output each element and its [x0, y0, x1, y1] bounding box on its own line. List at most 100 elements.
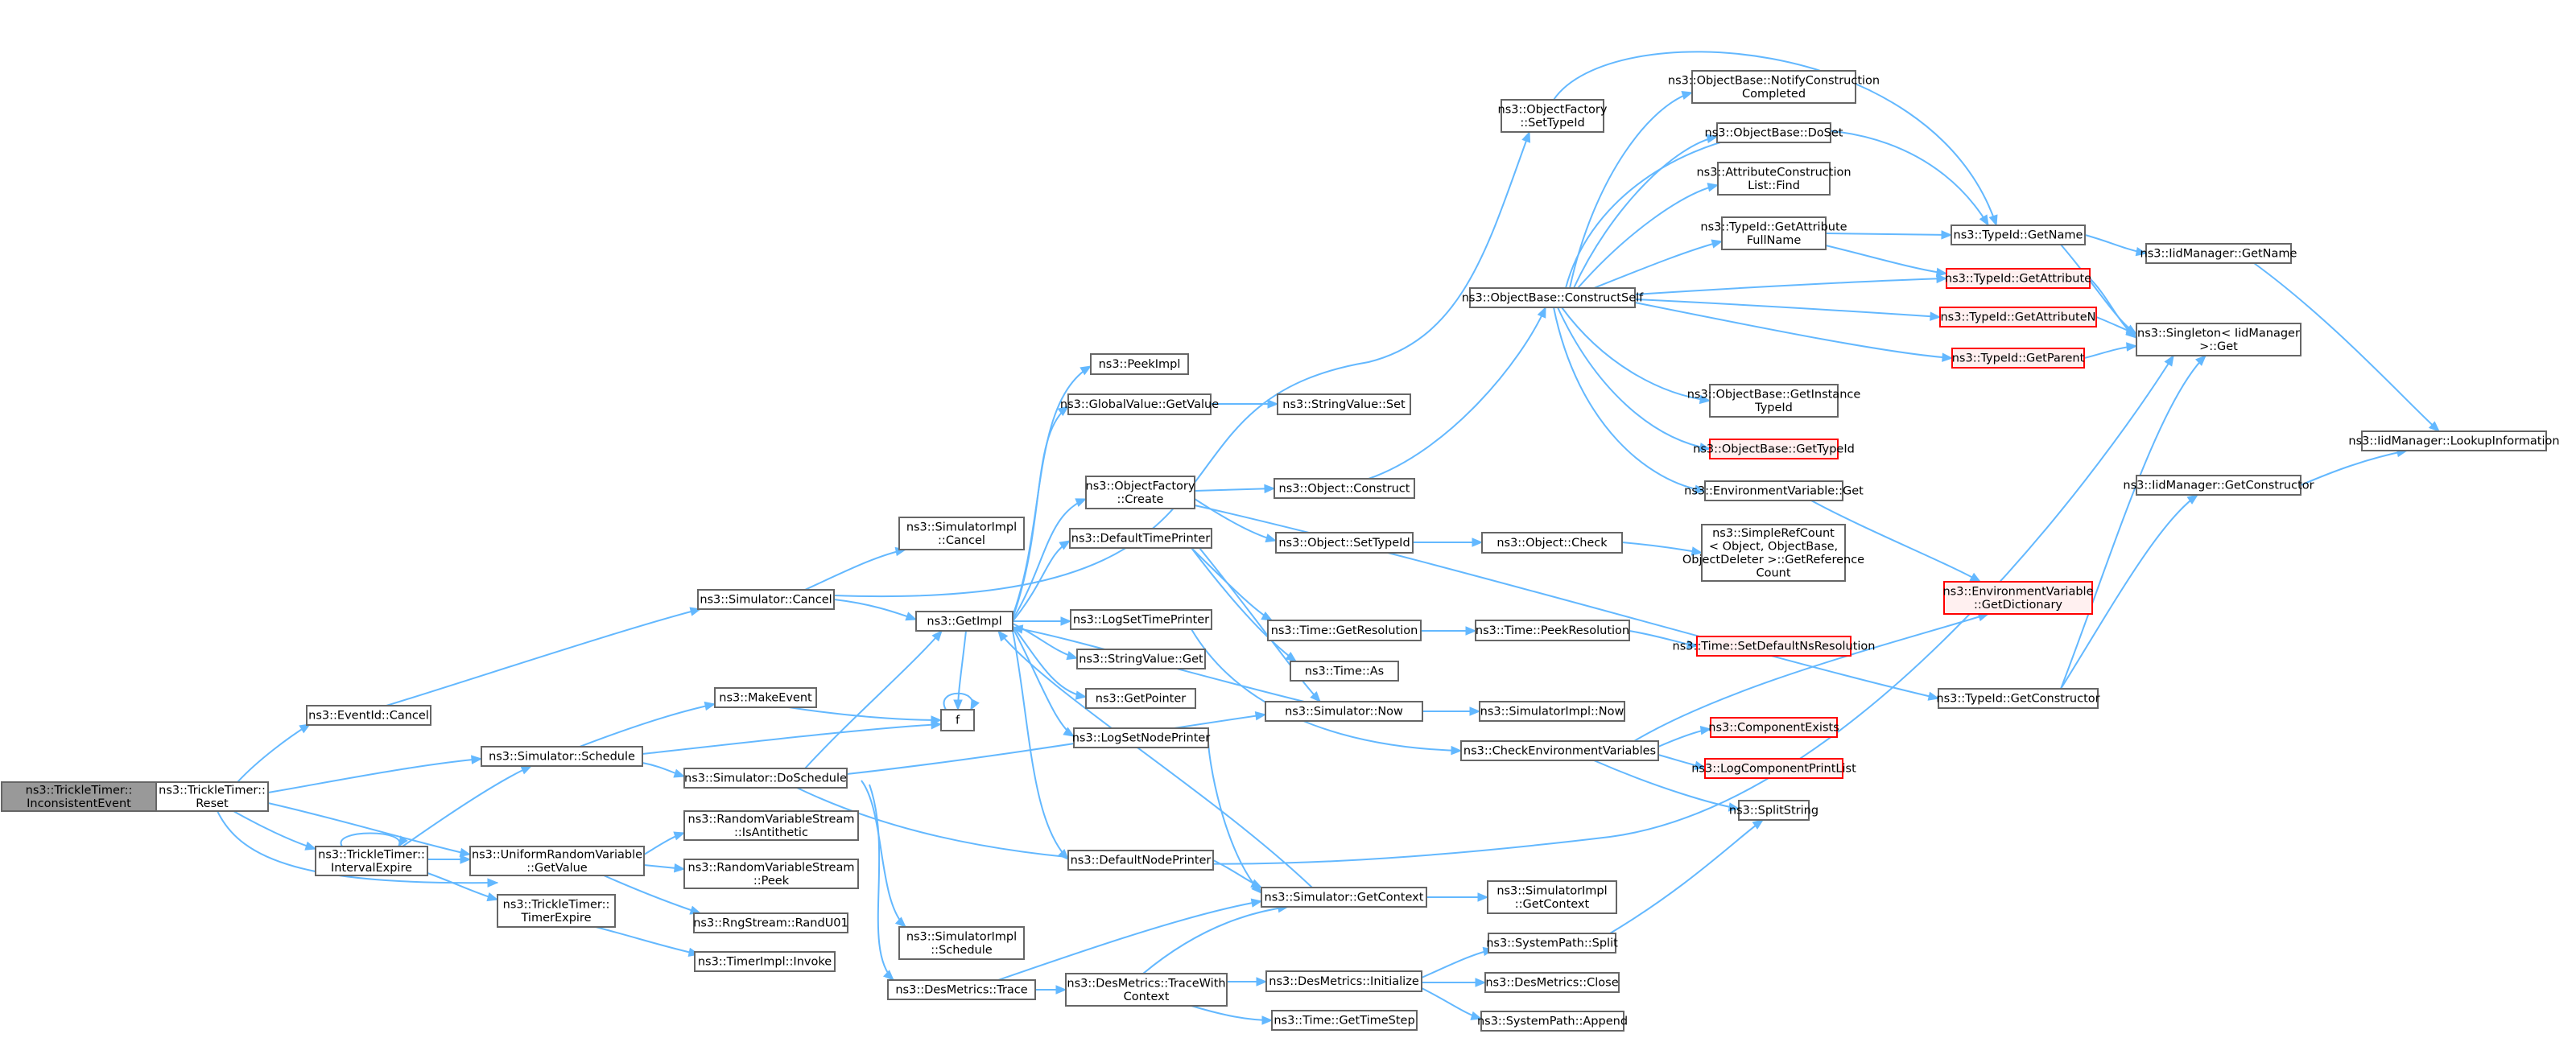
edge-arrowhead [1011, 624, 1024, 634]
node-dminit[interactable]: ns3::DesMetrics::Initialize [1265, 970, 1422, 992]
node-dmtrace[interactable]: ns3::DesMetrics::Trace [887, 979, 1036, 1000]
node-checkenv[interactable]: ns3::CheckEnvironmentVariables [1460, 740, 1659, 761]
node-envdict[interactable]: ns3::EnvironmentVariable::GetDictionary [1942, 581, 2094, 615]
node-intexp[interactable]: ns3::TrickleTimer::IntervalExpire [315, 846, 428, 876]
edge-gvget-to-svset [1211, 399, 1279, 409]
node-label: ns3::UniformRandomVariable [472, 848, 642, 861]
node-box [1261, 887, 1427, 908]
node-defnp[interactable]: ns3::DefaultNodePrinter [1067, 850, 1214, 871]
node-siminow[interactable]: ns3::SimulatorImpl::Now [1479, 701, 1625, 722]
node-compexists[interactable]: ns3::ComponentExists [1708, 717, 1839, 738]
node-label: ::Schedule [931, 944, 992, 957]
node-timegetstep[interactable]: ns3::Time::GetTimeStep [1271, 1010, 1418, 1031]
node-timeas[interactable]: ns3::Time::As [1290, 661, 1399, 682]
node-splitstring[interactable]: ns3::SplitString [1729, 800, 1818, 821]
node-tidgetparent[interactable]: ns3::TypeId::GetParent [1951, 348, 2085, 369]
node-box [2361, 430, 2547, 451]
edge-line [861, 780, 906, 928]
node-obcs[interactable]: ns3::ObjectBase::ConstructSelf [1462, 287, 1644, 308]
edge-line [1012, 630, 1069, 860]
node-schedule[interactable]: ns3::Simulator::Schedule [481, 746, 643, 767]
edge-getimpl-to-getptr [1012, 625, 1088, 700]
node-objcheck[interactable]: ns3::Object::Check [1481, 532, 1623, 554]
edge-arrowhead [1728, 802, 1740, 812]
node-dmclose[interactable]: ns3::DesMetrics::Close [1484, 972, 1620, 993]
node-logsnp[interactable]: ns3::LogSetNodePrinter [1072, 727, 1211, 748]
edge-arrowhead [1521, 130, 1531, 143]
node-gvget[interactable]: ns3::GlobalValue::GetValue [1060, 393, 1219, 415]
node-spappend[interactable]: ns3::SystemPath::Append [1477, 1011, 1628, 1032]
node-randu01[interactable]: ns3::RngStream::RandU01 [693, 912, 848, 933]
node-timepeekres[interactable]: ns3::Time::PeekResolution [1475, 620, 1630, 641]
node-simnow[interactable]: ns3::Simulator::Now [1265, 701, 1423, 722]
node-logstp[interactable]: ns3::LogSetTimePrinter [1070, 609, 1212, 630]
node-iidgetctor[interactable]: ns3::IidManager::GetConstructor [2123, 475, 2314, 496]
edge-line [1553, 51, 1997, 226]
node-deftp[interactable]: ns3::DefaultTimePrinter [1069, 528, 1212, 549]
node-label: ns3::IidManager::LookupInformation [2348, 435, 2559, 448]
edge-defnp-to-simgetctx [1212, 859, 1263, 888]
node-simcancel[interactable]: ns3::Simulator::Cancel [697, 589, 835, 610]
node-svget[interactable]: ns3::StringValue::Get [1076, 649, 1206, 669]
edge-line [1593, 241, 1723, 289]
node-label: FullName [1747, 234, 1802, 247]
node-peekimpl[interactable]: ns3::PeekImpl [1090, 353, 1189, 375]
node-tmexp[interactable]: ns3::TrickleTimer::TimerExpire [497, 894, 616, 928]
edge-line [427, 872, 498, 900]
node-label: ns3::AttributeConstruction [1696, 166, 1851, 179]
node-dosched[interactable]: ns3::Simulator::DoSchedule [683, 768, 848, 789]
node-obnotify[interactable]: ns3::ObjectBase::NotifyConstructionCompl… [1668, 70, 1880, 104]
node-objconstruct[interactable]: ns3::Object::Construct [1274, 478, 1415, 499]
node-svset[interactable]: ns3::StringValue::Set [1277, 393, 1411, 415]
node-spsplit[interactable]: ns3::SystemPath::Split [1486, 933, 1618, 954]
node-invoke[interactable]: ns3::TimerImpl::Invoke [694, 951, 836, 972]
node-obgettid[interactable]: ns3::ObjectBase::GetTypeId [1693, 439, 1855, 459]
node-f[interactable]: f [940, 709, 975, 731]
node-ofcreate[interactable]: ns3::ObjectFactory::Create [1085, 476, 1195, 509]
node-getptr[interactable]: ns3::GetPointer [1085, 688, 1196, 709]
node-label: ns3::Simulator::DoSchedule [684, 772, 847, 785]
node-label: ns3::LogSetNodePrinter [1072, 732, 1211, 745]
node-simgetctx[interactable]: ns3::Simulator::GetContext [1261, 887, 1427, 908]
edge-arrowhead [905, 612, 918, 621]
node-label: ns3::TypeId::GetAttribute [1945, 273, 2091, 286]
node-evcancel[interactable]: ns3::EventId::Cancel [306, 705, 431, 726]
node-iidgetname[interactable]: ns3::IidManager::GetName [2140, 243, 2297, 264]
node-setdefres[interactable]: ns3::Time::SetDefaultNsResolution [1673, 636, 1876, 657]
node-peek[interactable]: ns3::RandomVariableStream::Peek [683, 859, 859, 889]
node-simimplcancel[interactable]: ns3::SimulatorImpl::Cancel [898, 517, 1025, 550]
node-makeevent[interactable]: ns3::MakeEvent [714, 687, 817, 708]
node-timegetres[interactable]: ns3::Time::GetResolution [1267, 620, 1422, 641]
node-urv[interactable]: ns3::UniformRandomVariable::GetValue [469, 846, 645, 876]
node-envget[interactable]: ns3::EnvironmentVariable::Get [1684, 480, 1864, 501]
node-tidgetctor[interactable]: ns3::TypeId::GetConstructor [1936, 688, 2100, 709]
edge-iidgetctor-to-iidlookup [2300, 447, 2409, 486]
node-logcpl[interactable]: ns3::LogComponentPrintList [1691, 758, 1856, 779]
node-obdoset[interactable]: ns3::ObjectBase::DoSet [1705, 122, 1843, 143]
node-simimplsched[interactable]: ns3::SimulatorImpl::Schedule [898, 926, 1025, 960]
node-ofsettid[interactable]: ns3::ObjectFactory::SetTypeId [1498, 99, 1608, 133]
node-label: ns3::GlobalValue::GetValue [1060, 398, 1219, 411]
node-iidlookup[interactable]: ns3::IidManager::LookupInformation [2348, 430, 2560, 451]
node-box [1076, 649, 1206, 669]
node-tidgetattr[interactable]: ns3::TypeId::GetAttribute [1945, 268, 2091, 289]
node-isanti[interactable]: ns3::RandomVariableStream::IsAntithetic [683, 810, 859, 841]
node-objsettid[interactable]: ns3::Object::SetTypeId [1275, 532, 1414, 554]
edge-arrowhead [1681, 90, 1694, 100]
node-reset[interactable]: ns3::TrickleTimer::Reset [155, 781, 269, 812]
node-box [694, 951, 836, 972]
edge-arrowhead [953, 699, 963, 711]
node-root[interactable]: ns3::TrickleTimer::InconsistentEvent [1, 781, 157, 812]
node-tidgetname[interactable]: ns3::TypeId::GetName [1951, 224, 2086, 245]
node-tidgetattrn[interactable]: ns3::TypeId::GetAttributeN [1939, 307, 2097, 327]
node-box [1085, 476, 1195, 509]
node-getimpl[interactable]: ns3::GetImpl [915, 611, 1013, 632]
node-refcount[interactable]: ns3::SimpleRefCount< Object, ObjectBase,… [1682, 524, 1864, 582]
node-singleton[interactable]: ns3::Singleton< IidManager>::Get [2136, 323, 2301, 356]
node-simigetctx[interactable]: ns3::SimulatorImpl::GetContext [1487, 880, 1617, 914]
node-label: Reset [196, 797, 229, 810]
